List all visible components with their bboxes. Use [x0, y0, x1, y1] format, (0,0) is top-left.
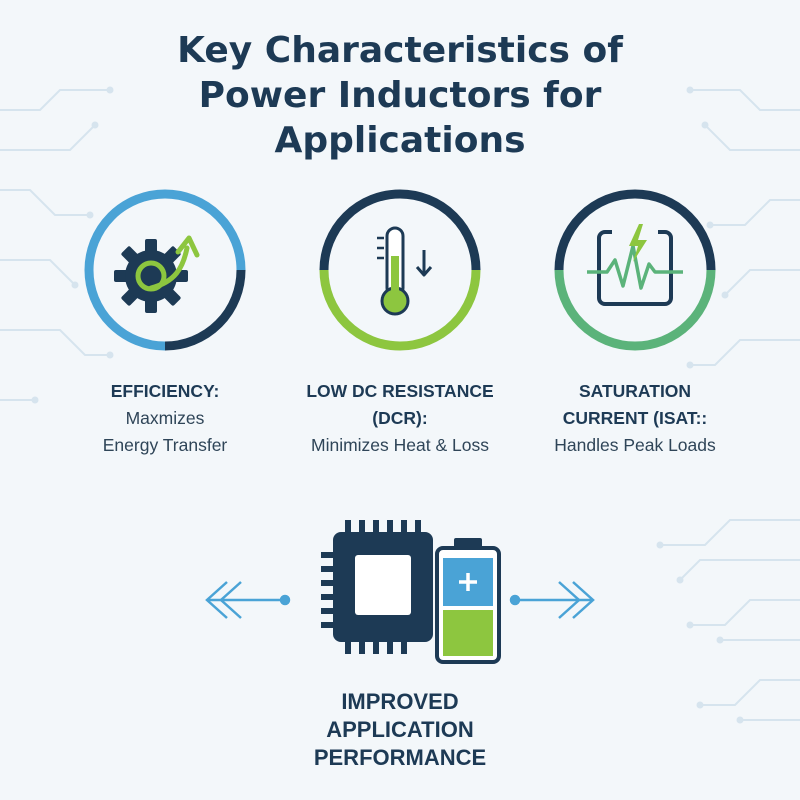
outcome-line: PERFORMANCE — [313, 745, 487, 770]
saturation-heading: CURRENT (ISAT:: — [562, 408, 708, 428]
battery-icon — [435, 538, 501, 664]
saturation-description: Handles Peak Loads — [554, 435, 716, 455]
saturation-heading: SATURATION — [578, 381, 692, 401]
outcome-graphic — [205, 520, 595, 664]
efficiency-label: EFFICIENCY: Maxmizes Energy Transfer — [45, 378, 285, 459]
outcome-label: IMPROVED APPLICATION PERFORMANCE — [250, 688, 550, 772]
title-line: Power Inductors for — [198, 75, 602, 116]
dcr-heading: (DCR): — [372, 408, 428, 428]
efficiency-description: Energy Transfer — [102, 435, 228, 455]
thermometer-down-icon — [377, 226, 433, 316]
page-title: Key Characteristics of Power Inductors f… — [100, 28, 700, 163]
outcome-line: APPLICATION — [326, 717, 474, 742]
saturation-label: SATURATION CURRENT (ISAT:: Handles Peak … — [515, 378, 755, 459]
right-arrow-icon — [509, 581, 595, 619]
saturation-ring — [554, 189, 716, 351]
dcr-description: Minimizes Heat & Loss — [311, 435, 489, 455]
dcr-label: LOW DC RESISTANCE (DCR): Minimizes Heat … — [280, 378, 520, 459]
dcr-heading: LOW DC RESISTANCE — [306, 381, 494, 401]
outcome-line: IMPROVED — [341, 689, 459, 714]
title-line: Key Characteristics of — [177, 30, 623, 71]
lightning-waveform-icon — [587, 220, 683, 306]
efficiency-heading: EFFICIENCY: — [110, 381, 220, 401]
title-line: Applications — [274, 120, 526, 161]
left-arrow-icon — [205, 581, 291, 619]
efficiency-description: Maxmizes — [125, 408, 205, 428]
dcr-ring — [319, 189, 481, 351]
efficiency-ring — [84, 189, 246, 351]
gear-with-arrow-icon — [114, 235, 200, 313]
chip-icon — [321, 520, 433, 654]
